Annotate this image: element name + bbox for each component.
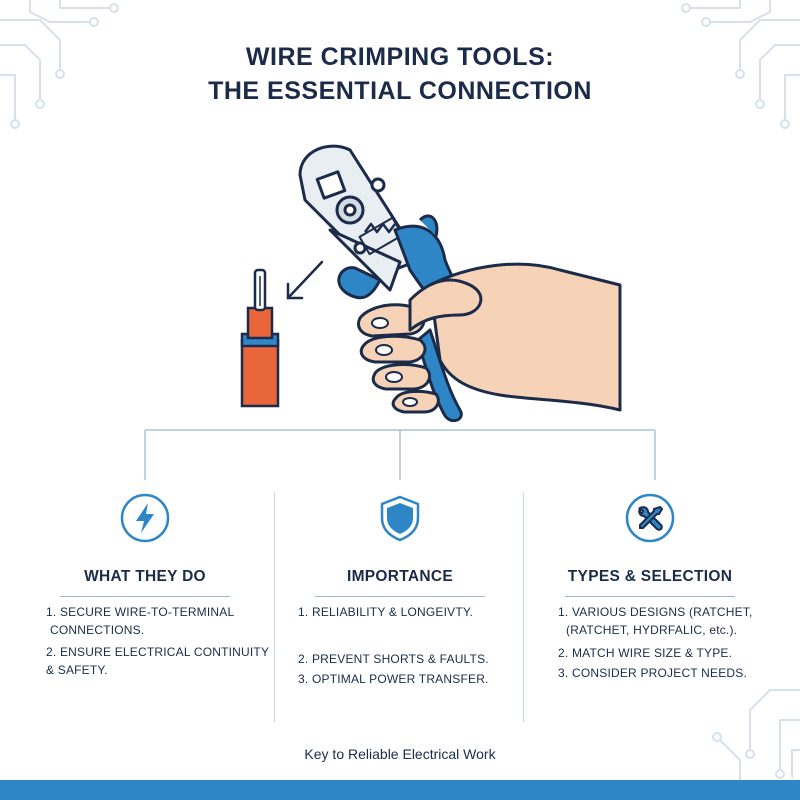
importance-list: 1. RELIABILITY & LONGEIVTY. 2. PREVENT S… xyxy=(298,604,518,694)
list-item: 2. MATCH WIRE SIZE & TYPE. xyxy=(558,646,733,660)
shield-icon xyxy=(374,492,426,544)
hand-illustration xyxy=(357,262,622,414)
what-they-do-list: 1. SECURE WIRE-TO-TERMINAL CONNECTIONS. … xyxy=(46,604,276,694)
heading-underline xyxy=(565,596,735,597)
heading-underline xyxy=(60,596,230,597)
page-title-line2: THE ESSENTIAL CONNECTION xyxy=(208,77,592,105)
crimping-tool-illustration xyxy=(144,144,656,480)
page-title: WIRE CRIMPING TOOLS: THE ESSENTIAL CONNE… xyxy=(0,40,800,108)
column-divider-2 xyxy=(523,492,524,722)
column-heading: TYPES & SELECTION xyxy=(567,568,733,585)
types-selection-list: 1. VARIOUS DESIGNS (RATCHET, (RATCHET, H… xyxy=(558,604,788,694)
column-importance: IMPORTANCE xyxy=(280,492,520,597)
footer-tagline: Key to Reliable Electrical Work xyxy=(304,746,496,762)
page-title-line1: WIRE CRIMPING TOOLS: xyxy=(245,43,555,71)
list-item: 2. PREVENT SHORTS & FAULTS. xyxy=(298,652,489,666)
circuit-decoration-bottom-right xyxy=(712,689,800,780)
list-item: 1. RELIABILITY & LONGEIVTY. xyxy=(298,605,474,619)
wrench-screwdriver-icon xyxy=(624,492,676,544)
column-what-they-do: WHAT THEY DO xyxy=(25,492,265,597)
circuit-decoration-top-right xyxy=(681,0,800,129)
list-item-continuation: (RATCHET, HYDRFALIC, etc.). xyxy=(566,623,738,637)
footer-bar xyxy=(0,780,800,800)
wire-icon xyxy=(240,268,280,408)
column-heading: IMPORTANCE xyxy=(346,568,454,585)
list-item: 2. ENSURE ELECTRICAL CONTINUITY xyxy=(46,645,270,659)
list-item-continuation: & SAFETY. xyxy=(46,663,108,677)
list-item: 1. SECURE WIRE-TO-TERMINAL xyxy=(46,605,235,619)
column-types-selection: TYPES & SELECTION xyxy=(530,492,770,597)
list-item: 3. CONSIDER PROJECT NEEDS. xyxy=(558,666,748,680)
arrow-icon xyxy=(286,260,324,300)
circuit-decoration-top-left xyxy=(0,0,119,129)
connector-lines xyxy=(144,429,656,480)
column-heading: WHAT THEY DO xyxy=(84,568,206,585)
list-item: 3. OPTIMAL POWER TRANSFER. xyxy=(298,672,489,686)
list-item: 1. VARIOUS DESIGNS (RATCHET, xyxy=(558,605,753,619)
lightning-bolt-icon xyxy=(119,492,171,544)
list-item-continuation: CONNECTIONS. xyxy=(50,623,145,637)
heading-underline xyxy=(315,596,485,597)
column-divider-1 xyxy=(274,492,275,722)
